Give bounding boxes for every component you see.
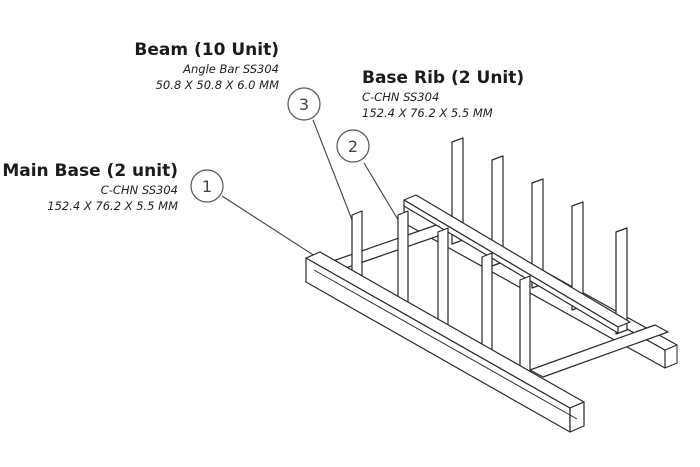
label-beam: Beam (10 Unit) Angle Bar SS304 50.8 X 50… [134, 40, 279, 93]
beam-dimensions: 50.8 X 50.8 X 6.0 MM [155, 78, 279, 92]
label-main-base: Main Base (2 unit) C-CHN SS304 152.4 X 7… [2, 161, 178, 214]
base-rib-title: Base Rib (2 Unit) [362, 68, 525, 88]
callout-1: 1 [190, 169, 224, 203]
leader-lines [221, 119, 404, 259]
leader-line-1 [221, 195, 319, 259]
main-base-title: Main Base (2 unit) [2, 161, 178, 181]
top-rail [403, 194, 631, 334]
beam-material: Angle Bar SS304 [183, 62, 279, 76]
label-base-rib: Base Rib (2 Unit) C-CHN SS304 152.4 X 76… [362, 68, 524, 121]
beams-near [351, 210, 531, 389]
main-base-material: C-CHN SS304 [100, 183, 178, 197]
svg-text:1: 1 [202, 177, 212, 196]
base-rib-material: C-CHN SS304 [362, 90, 440, 104]
base-rib-dimensions: 152.4 X 76.2 X 5.5 MM [362, 106, 493, 120]
callout-2: 2 [336, 129, 370, 163]
svg-text:3: 3 [299, 95, 309, 114]
main-base-near [305, 251, 585, 433]
callout-3: 3 [287, 87, 321, 121]
main-base-dimensions: 152.4 X 76.2 X 5.5 MM [47, 199, 178, 213]
svg-text:2: 2 [348, 137, 358, 156]
leader-line-3 [312, 119, 357, 231]
beam-title: Beam (10 Unit) [134, 40, 279, 60]
leader-line-2 [363, 162, 404, 229]
